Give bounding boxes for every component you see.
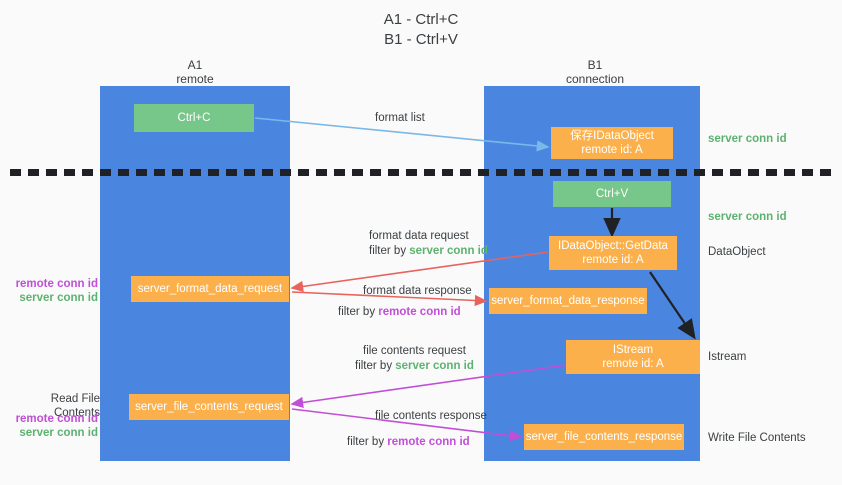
filter-prefix: filter by bbox=[355, 360, 396, 372]
box-istream-sub: remote id: A bbox=[602, 358, 664, 370]
box-server-file-contents-response-label: server_file_contents_response bbox=[525, 431, 683, 443]
annotation-dataobject: DataObject bbox=[708, 246, 766, 258]
column-a1-name: A1 bbox=[187, 58, 203, 72]
filter-prefix: filter by bbox=[347, 436, 388, 448]
annotation-istream: Istream bbox=[708, 351, 747, 363]
column-a1-role: remote bbox=[176, 72, 214, 86]
box-istream[interactable]: IStream remote id: A bbox=[566, 340, 700, 374]
box-server-format-data-request-label: server_format_data_request bbox=[137, 283, 283, 295]
column-b1-role: connection bbox=[565, 72, 625, 86]
annotation-left-conn-ids-bottom: remote conn id server conn id bbox=[10, 412, 98, 440]
column-b1-name: B1 bbox=[587, 58, 603, 72]
annotation-left-conn-ids-top: remote conn id server conn id bbox=[10, 277, 98, 305]
box-getdata-sub: remote id: A bbox=[582, 254, 644, 266]
box-ctrl-c[interactable]: Ctrl+C bbox=[134, 104, 254, 132]
edge-label-file-contents-request-filter: filter by server conn id bbox=[355, 359, 474, 374]
box-getdata-label: IDataObject::GetData bbox=[558, 240, 668, 252]
annotation-server-conn-id-top: server conn id bbox=[708, 133, 787, 145]
diagram-title: A1 - Ctrl+C B1 - Ctrl+V bbox=[0, 10, 842, 50]
box-ctrl-c-label: Ctrl+C bbox=[177, 112, 211, 124]
filter-id-remote-conn: remote conn id bbox=[378, 306, 461, 318]
filter-id-remote-conn: remote conn id bbox=[387, 436, 470, 448]
edge-label-format-list: format list bbox=[375, 112, 425, 124]
box-idataobject-getdata[interactable]: IDataObject::GetData remote id: A bbox=[549, 236, 677, 270]
box-server-file-contents-request-label: server_file_contents_request bbox=[135, 401, 283, 413]
title-line-2: B1 - Ctrl+V bbox=[384, 31, 458, 48]
box-ctrl-v[interactable]: Ctrl+V bbox=[553, 181, 671, 207]
box-ctrl-v-label: Ctrl+V bbox=[595, 188, 629, 200]
edge-label-format-data-request: format data request bbox=[369, 230, 469, 242]
annotation-server-conn-id-mid: server conn id bbox=[708, 211, 787, 223]
box-save-dataobject-sub: remote id: A bbox=[581, 144, 643, 156]
annotation-remote-conn-id: remote conn id bbox=[15, 413, 98, 425]
edge-label-format-data-response-filter: filter by remote conn id bbox=[338, 305, 461, 320]
column-header-a1: A1 remote bbox=[120, 58, 270, 86]
box-istream-label: IStream bbox=[612, 344, 654, 356]
annotation-read-file-contents: Read File Contents bbox=[50, 393, 100, 419]
box-server-format-data-response[interactable]: server_format_data_response bbox=[489, 288, 647, 314]
filter-id-server-conn: server conn id bbox=[409, 245, 488, 257]
phase-divider bbox=[10, 169, 832, 176]
box-save-dataobject-label: 保存IDataObject bbox=[570, 130, 654, 142]
column-header-b1: B1 connection bbox=[520, 58, 670, 86]
title-line-1: A1 - Ctrl+C bbox=[383, 11, 459, 28]
filter-prefix: filter by bbox=[338, 306, 379, 318]
box-server-file-contents-response[interactable]: server_file_contents_response bbox=[524, 424, 684, 450]
filter-id-server-conn: server conn id bbox=[395, 360, 474, 372]
filter-prefix: filter by bbox=[369, 245, 410, 257]
box-save-dataobject[interactable]: 保存IDataObject remote id: A bbox=[551, 127, 673, 159]
edge-label-format-data-response: format data response bbox=[363, 285, 472, 297]
annotation-remote-conn-id: remote conn id bbox=[15, 278, 98, 290]
annotation-server-conn-id: server conn id bbox=[19, 427, 98, 439]
edge-label-file-contents-response: file contents response bbox=[375, 410, 487, 422]
edge-label-file-contents-response-filter: filter by remote conn id bbox=[347, 435, 470, 450]
annotation-write-file-contents: Write File Contents bbox=[708, 432, 806, 444]
box-server-file-contents-request[interactable]: server_file_contents_request bbox=[129, 394, 289, 420]
edge-label-file-contents-request: file contents request bbox=[363, 345, 466, 357]
box-server-format-data-response-label: server_format_data_response bbox=[491, 295, 645, 307]
annotation-server-conn-id: server conn id bbox=[19, 292, 98, 304]
box-server-format-data-request[interactable]: server_format_data_request bbox=[131, 276, 289, 302]
edge-label-format-data-request-filter: filter by server conn id bbox=[369, 244, 488, 259]
